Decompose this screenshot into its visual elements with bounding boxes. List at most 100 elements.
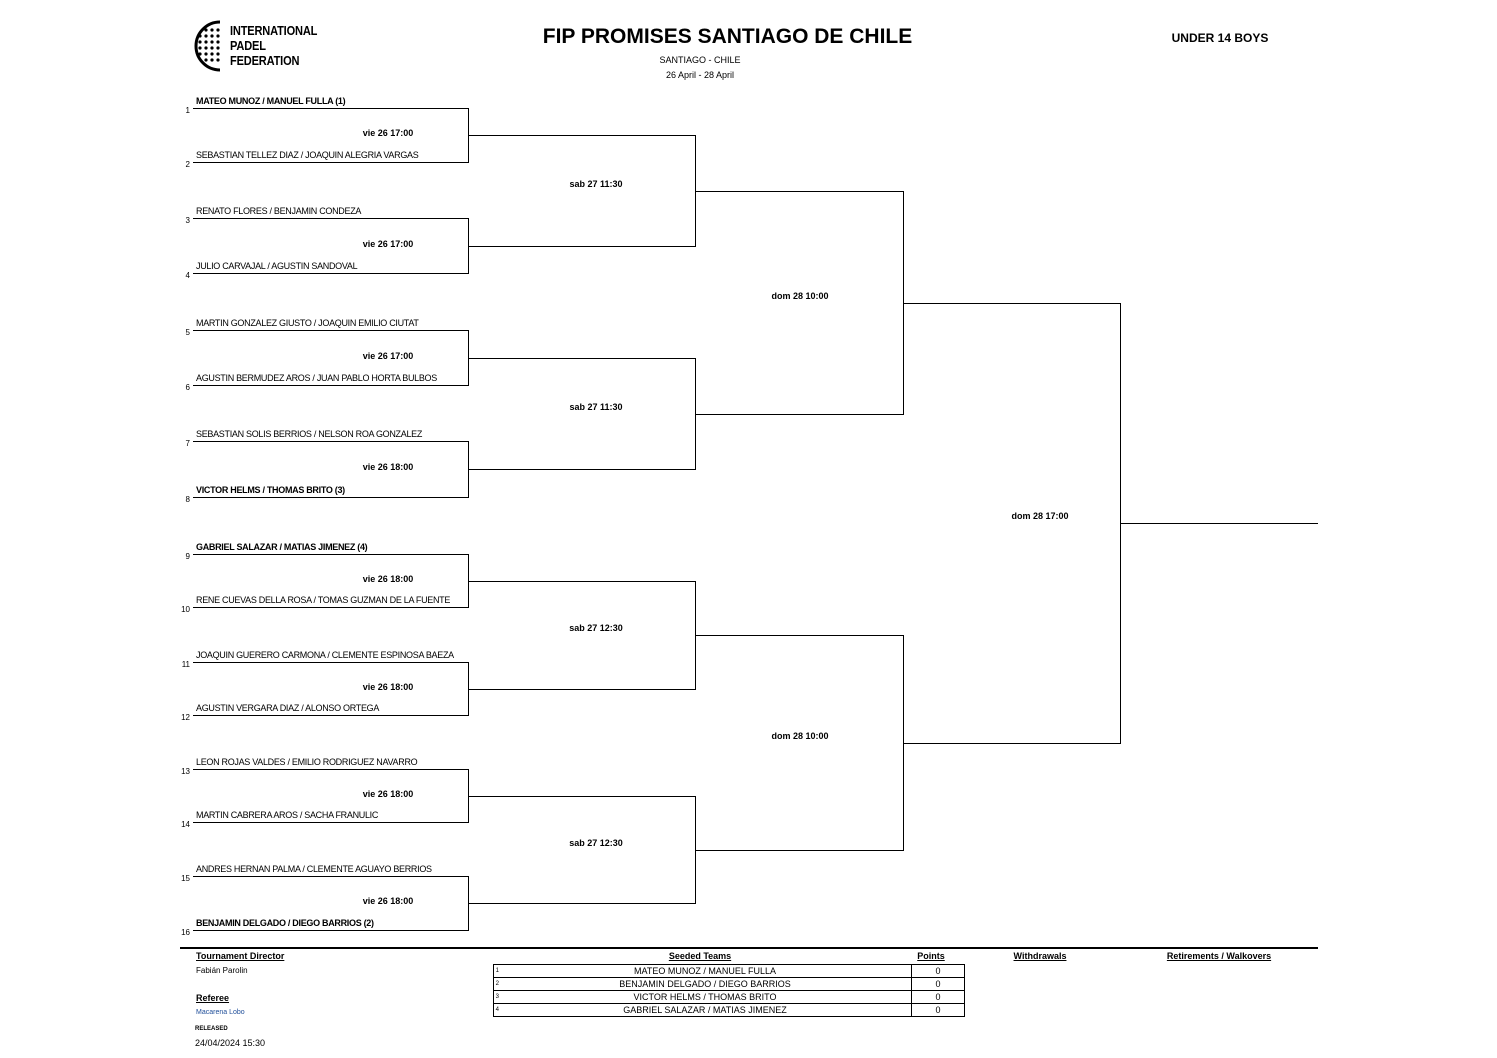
seed-position: 3 (185, 216, 190, 225)
round1-out-line (468, 246, 695, 247)
category-label: UNDER 14 BOYS (1171, 31, 1269, 45)
team-name: JULIO CARVAJAL / AGUSTIN SANDOVAL (196, 261, 358, 271)
team-name: RENATO FLORES / BENJAMIN CONDEZA (196, 206, 362, 216)
team-name: RENE CUEVAS DELLA ROSA / TOMAS GUZMAN DE… (196, 595, 451, 605)
match-time-r1: vie 26 18:00 (362, 574, 414, 584)
seed-position: 5 (185, 328, 190, 337)
seed-position: 16 (181, 928, 190, 937)
seed-team-name: GABRIEL SALAZAR / MATIAS JIMENEZ (499, 1003, 912, 1017)
seeded-team-row: 4 GABRIEL SALAZAR / MATIAS JIMENEZ 0 (493, 1003, 965, 1017)
seed-position: 10 (181, 605, 190, 614)
seed-position: 7 (185, 439, 190, 448)
team-name: MATEO MUNOZ / MANUEL FULLA (1) (196, 96, 346, 106)
seed-number: 2 (493, 977, 499, 991)
seed-position: 4 (185, 271, 190, 280)
entry-line (193, 218, 468, 219)
match-time-sf: dom 28 10:00 (771, 731, 829, 741)
seed-number: 1 (493, 964, 499, 978)
seed-team-name: MATEO MUNOZ / MANUEL FULLA (499, 964, 912, 978)
seed-number: 4 (493, 1003, 499, 1017)
team-name: VICTOR HELMS / THOMAS BRITO (3) (196, 485, 345, 495)
round1-out-line (468, 903, 695, 904)
match-time-r1: vie 26 17:00 (362, 128, 414, 138)
seed-position: 9 (185, 552, 190, 561)
seeded-teams-label: Seeded Teams (668, 951, 732, 961)
referee-name: Macarena Lobo (196, 1009, 245, 1016)
team-name: JOAQUIN GUERERO CARMONA / CLEMENTE ESPIN… (196, 650, 454, 660)
entry-line (193, 497, 468, 498)
round1-out-line (468, 796, 695, 797)
referee-label: Referee (196, 993, 230, 1003)
match-time-r1: vie 26 18:00 (362, 682, 414, 692)
entry-line (193, 930, 468, 931)
entry-line (193, 273, 468, 274)
semi-out-line (903, 303, 1120, 304)
entry-line (193, 554, 468, 555)
team-name: MARTIN CABRERA AROS / SACHA FRANULIC (196, 810, 379, 820)
seed-position: 11 (181, 660, 190, 669)
seed-points: 0 (911, 977, 965, 991)
logo-line: INTERNATIONAL (230, 23, 318, 38)
tournament-title: FIP PROMISES SANTIAGO DE CHILE (542, 25, 913, 48)
final-out-line (1120, 523, 1318, 524)
team-name: SEBASTIAN TELLEZ DIAZ / JOAQUIN ALEGRIA … (196, 150, 419, 160)
match-time-r1: vie 26 18:00 (362, 789, 414, 799)
team-name: AGUSTIN VERGARA DIAZ / ALONSO ORTEGA (196, 703, 380, 713)
team-name: BENJAMIN DELGADO / DIEGO BARRIOS (2) (196, 918, 374, 928)
padel-ball-icon (194, 20, 221, 72)
match-time-r1: vie 26 17:00 (362, 351, 414, 361)
director-label: Tournament Director (196, 951, 285, 961)
round1-out-line (468, 689, 695, 690)
entry-line (193, 822, 468, 823)
match-time-qf: sab 27 12:30 (569, 623, 623, 633)
seed-position: 1 (185, 106, 190, 115)
withdrawals-label: Withdrawals (1013, 951, 1067, 961)
quarter-out-line (695, 635, 903, 636)
quarter-out-line (695, 850, 903, 851)
seed-points: 0 (911, 964, 965, 978)
seed-number: 3 (493, 990, 499, 1004)
seed-position: 6 (185, 383, 190, 392)
match-time-r1: vie 26 18:00 (362, 462, 414, 472)
quarter-out-line (695, 414, 903, 415)
entry-line (193, 162, 468, 163)
entry-line (193, 769, 468, 770)
dates-label: 26 April - 28 April (665, 70, 735, 80)
team-name: SEBASTIAN SOLIS BERRIOS / NELSON ROA GON… (196, 429, 423, 439)
seed-position: 2 (185, 160, 190, 169)
retirements-label: Retirements / Walkovers (1166, 951, 1272, 961)
location-label: SANTIAGO - CHILE (659, 55, 741, 65)
match-time-final: dom 28 17:00 (1011, 511, 1069, 521)
team-name: GABRIEL SALAZAR / MATIAS JIMENEZ (4) (196, 542, 368, 552)
entry-line (193, 108, 468, 109)
entry-line (193, 441, 468, 442)
fip-logo (190, 18, 320, 74)
seeded-team-row: 1 MATEO MUNOZ / MANUEL FULLA 0 (493, 964, 965, 978)
seeded-team-row: 3 VICTOR HELMS / THOMAS BRITO 0 (493, 990, 965, 1004)
seeded-team-row: 2 BENJAMIN DELGADO / DIEGO BARRIOS 0 (493, 977, 965, 991)
footer-divider (180, 947, 1318, 949)
logo-line: PADEL (230, 38, 266, 53)
entry-line (193, 662, 468, 663)
seeded-teams-table: 1 MATEO MUNOZ / MANUEL FULLA 0 2 BENJAMI… (493, 964, 965, 1017)
seed-position: 13 (181, 767, 190, 776)
team-name: AGUSTIN BERMUDEZ AROS / JUAN PABLO HORTA… (196, 373, 437, 383)
seed-position: 12 (181, 713, 190, 722)
seed-points: 0 (911, 1003, 965, 1017)
team-name: MARTIN GONZALEZ GIUSTO / JOAQUIN EMILIO … (196, 318, 419, 328)
logo-wordmark: INTERNATIONAL PADEL FEDERATION (230, 23, 317, 68)
match-time-qf: sab 27 12:30 (569, 838, 623, 848)
entry-line (193, 385, 468, 386)
match-time-qf: sab 27 11:30 (569, 402, 623, 412)
released-label: RELEASED (195, 1026, 228, 1032)
seed-team-name: BENJAMIN DELGADO / DIEGO BARRIOS (499, 977, 912, 991)
match-time-r1: vie 26 17:00 (362, 239, 414, 249)
seed-position: 8 (185, 495, 190, 504)
entry-line (193, 330, 468, 331)
team-name: LEON ROJAS VALDES / EMILIO RODRIGUEZ NAV… (196, 757, 418, 767)
seed-position: 15 (181, 874, 190, 883)
director-name: Fabián Parolin (196, 966, 248, 975)
round1-out-line (468, 358, 695, 359)
logo-line: FEDERATION (230, 53, 300, 68)
team-name: ANDRES HERNAN PALMA / CLEMENTE AGUAYO BE… (196, 864, 432, 874)
